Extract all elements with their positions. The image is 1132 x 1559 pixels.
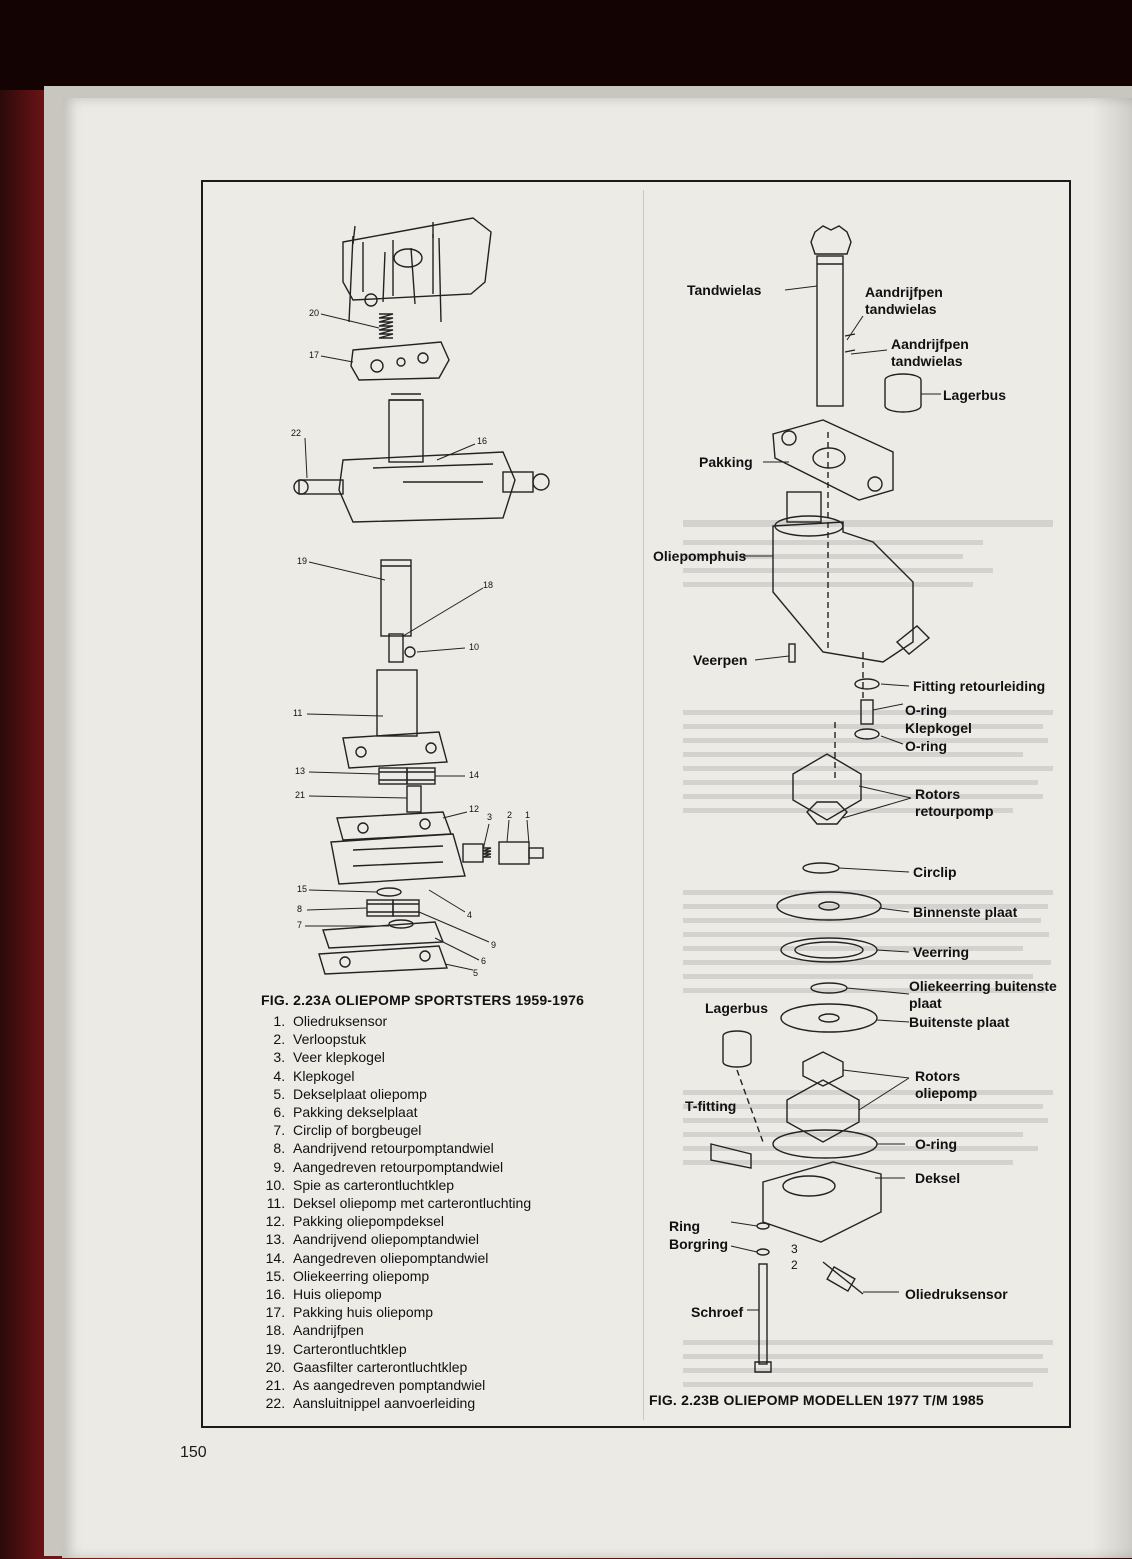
- label-schroef: Schroef: [691, 1304, 744, 1320]
- page-number: 150: [180, 1444, 207, 1461]
- label-o-ring-1: O-ring: [905, 702, 947, 718]
- label-ring: Ring: [669, 1218, 701, 1234]
- label-deksel: Deksel: [915, 1170, 961, 1186]
- callout-22: 22: [291, 428, 302, 438]
- legend-item: Klepkogel: [289, 1067, 531, 1085]
- label-circlip: Circlip: [913, 864, 957, 880]
- figure-frame: 20 17 22 16 19 18 10 11 13 14 21 12 3 2 …: [201, 180, 1071, 1428]
- label-binnenste-plaat: Binnenste plaat: [913, 904, 1018, 920]
- callout-7: 7: [297, 920, 303, 930]
- callout-10: 10: [469, 642, 480, 652]
- callout-14: 14: [469, 770, 480, 780]
- callout-15: 15: [297, 884, 308, 894]
- callout-19: 19: [297, 556, 308, 566]
- page-shade: [1092, 98, 1132, 1558]
- label-oliedruksensor: Oliedruksensor: [905, 1286, 1008, 1302]
- label-veerring: Veerring: [913, 944, 970, 960]
- legend-item: Deksel oliepomp met carterontluchting: [289, 1194, 531, 1212]
- label-aandrijfpen-2: Aandrijfpen tandwielas: [891, 336, 969, 369]
- dark-background: [0, 0, 1132, 90]
- callout-8: 8: [297, 904, 303, 914]
- label-num-2: 2: [791, 1258, 798, 1272]
- legend-item: Gaasfilter carterontluchtklep: [289, 1358, 531, 1376]
- legend-item: Spie as carterontluchtklep: [289, 1176, 531, 1194]
- oil-pump-diagram-b: [710, 225, 941, 1373]
- callout-13: 13: [295, 766, 306, 776]
- label-oliepomphuis: Oliepomphuis: [653, 548, 747, 564]
- callout-3: 3: [487, 812, 493, 822]
- fig-a-legend: Oliedruksensor Verloopstuk Veer klepkoge…: [261, 1012, 531, 1412]
- oil-pump-diagram-a: [293, 217, 550, 975]
- callout-16: 16: [477, 436, 488, 446]
- callout-6: 6: [481, 956, 487, 966]
- callout-20: 20: [309, 308, 320, 318]
- label-num-3: 3: [791, 1242, 798, 1256]
- label-oliekeerring: Oliekeerring buitenste plaat: [909, 978, 1057, 1011]
- label-fitting-retourleiding: Fitting retourleiding: [913, 678, 1046, 694]
- label-borgring: Borgring: [669, 1236, 729, 1252]
- legend-item: As aangedreven pomptandwiel: [289, 1376, 531, 1394]
- legend-item: Veer klepkogel: [289, 1048, 531, 1066]
- legend-item: Dekselplaat oliepomp: [289, 1085, 531, 1103]
- fig-b-caption: FIG. 2.23B OLIEPOMP MODELLEN 1977 T/M 19…: [649, 1392, 984, 1408]
- label-buitenste-plaat: Buitenste plaat: [909, 1014, 1010, 1030]
- legend-item: Verloopstuk: [289, 1030, 531, 1048]
- label-lagerbus-left: Lagerbus: [705, 1000, 769, 1016]
- callout-18: 18: [483, 580, 494, 590]
- label-rotors-oliepomp: Rotors oliepomp: [915, 1068, 978, 1101]
- label-aandrijfpen-1: Aandrijfpen tandwielas: [865, 284, 943, 317]
- callout-9: 9: [491, 940, 497, 950]
- legend-item: Pakking oliepompdeksel: [289, 1212, 531, 1230]
- label-t-fitting: T-fitting: [685, 1098, 737, 1114]
- legend-item: Aangedreven oliepomptandwiel: [289, 1249, 531, 1267]
- column-divider: [643, 190, 644, 1420]
- legend-item: Pakking dekselplaat: [289, 1103, 531, 1121]
- callout-12: 12: [469, 804, 480, 814]
- callout-5: 5: [473, 968, 479, 978]
- legend-item: Aansluitnippel aanvoerleiding: [289, 1394, 531, 1412]
- legend-item: Aandrijfpen: [289, 1321, 531, 1339]
- legend-item: Carterontluchtklep: [289, 1340, 531, 1358]
- fig-a-caption: FIG. 2.23A OLIEPOMP SPORTSTERS 1959-1976: [261, 992, 585, 1008]
- legend-item: Huis oliepomp: [289, 1285, 531, 1303]
- legend-item: Aangedreven retourpomptandwiel: [289, 1158, 531, 1176]
- legend-item: Oliedruksensor: [289, 1012, 531, 1030]
- legend-item: Circlip of borgbeugel: [289, 1121, 531, 1139]
- callout-4: 4: [467, 910, 473, 920]
- label-o-ring-2: O-ring: [905, 738, 947, 754]
- callout-17: 17: [309, 350, 320, 360]
- legend-item: Oliekeerring oliepomp: [289, 1267, 531, 1285]
- label-o-ring-3: O-ring: [915, 1136, 957, 1152]
- legend-item: Aandrijvend retourpomptandwiel: [289, 1139, 531, 1157]
- callout-2: 2: [507, 810, 513, 820]
- label-rotors-retourpomp: Rotors retourpomp: [915, 786, 994, 819]
- legend-item: Pakking huis oliepomp: [289, 1303, 531, 1321]
- label-klepkogel: Klepkogel: [905, 720, 972, 736]
- callout-21: 21: [295, 790, 306, 800]
- callout-1: 1: [525, 810, 531, 820]
- label-tandwielas: Tandwielas: [687, 282, 762, 298]
- label-lagerbus-top: Lagerbus: [943, 387, 1007, 403]
- label-pakking: Pakking: [699, 454, 753, 470]
- callout-11: 11: [293, 708, 303, 718]
- label-veerpen: Veerpen: [693, 652, 748, 668]
- legend-item: Aandrijvend oliepomptandwiel: [289, 1230, 531, 1248]
